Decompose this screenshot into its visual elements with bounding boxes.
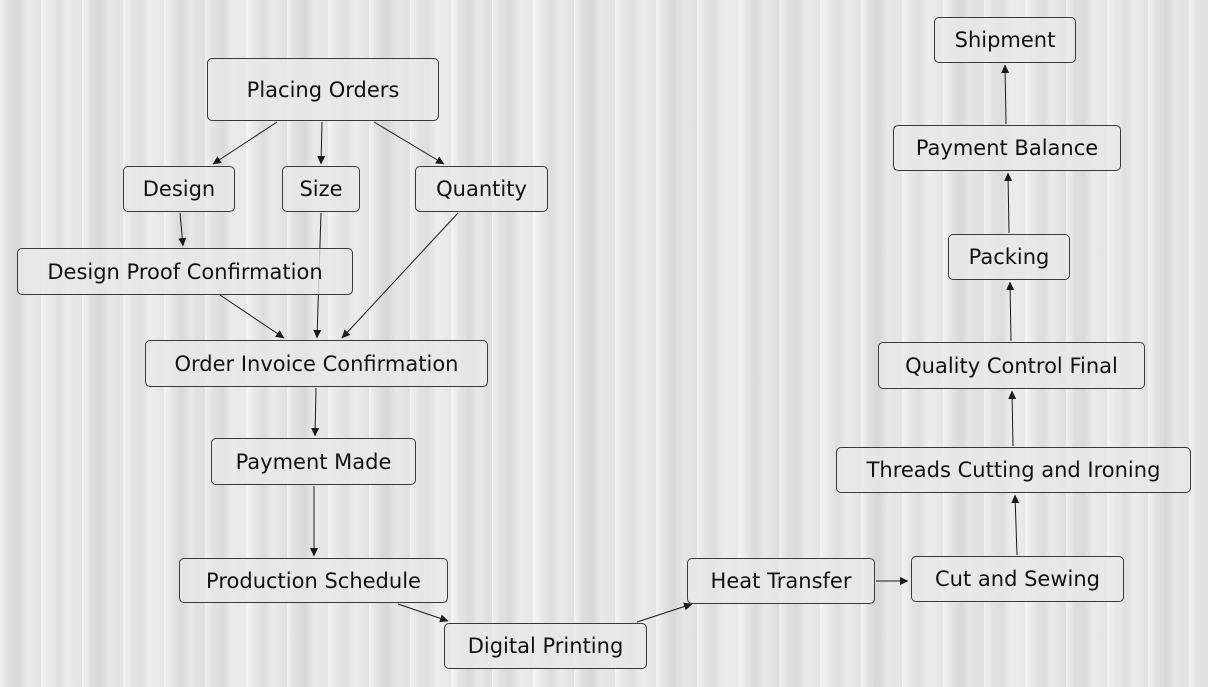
arrow-placing-orders-to-size xyxy=(317,121,326,165)
node-label: Packing xyxy=(968,245,1050,269)
arrow-packing-to-payment-balance xyxy=(1004,172,1013,234)
arrow-payment-balance-to-shipment xyxy=(1001,64,1010,125)
node-shipment[interactable]: Shipment xyxy=(934,17,1076,63)
arrow-cut-and-sewing-to-threads-cutting xyxy=(1011,494,1020,556)
node-quantity[interactable]: Quantity xyxy=(415,166,548,212)
node-label: Placing Orders xyxy=(246,77,400,102)
node-digital-printing[interactable]: Digital Printing xyxy=(444,623,647,669)
arrow-placing-orders-to-quantity xyxy=(373,121,445,165)
node-production-schedule[interactable]: Production Schedule xyxy=(179,558,448,603)
arrow-production-schedule-to-digital-printing xyxy=(397,603,449,623)
node-label: Shipment xyxy=(954,28,1056,52)
node-size[interactable]: Size xyxy=(282,166,360,212)
node-label: Payment Made xyxy=(235,449,392,474)
node-order-invoice-confirmation[interactable]: Order Invoice Confirmation xyxy=(145,340,488,387)
node-label: Cut and Sewing xyxy=(935,567,1100,591)
arrow-design-to-design-proof xyxy=(178,212,187,247)
arrow-order-invoice-to-payment-made xyxy=(311,387,320,437)
node-design-proof-confirmation[interactable]: Design Proof Confirmation xyxy=(17,248,353,295)
arrow-quality-control-to-packing xyxy=(1006,281,1015,342)
arrow-quantity-to-order-invoice xyxy=(341,212,459,339)
node-label: Heat Transfer xyxy=(710,569,852,593)
arrow-threads-cutting-to-quality-control xyxy=(1008,390,1017,447)
node-label: Quality Control Final xyxy=(905,353,1118,378)
node-design[interactable]: Design xyxy=(123,166,235,212)
node-payment-balance[interactable]: Payment Balance xyxy=(893,125,1121,171)
node-label: Design xyxy=(142,177,216,201)
node-label: Production Schedule xyxy=(206,568,421,593)
node-label: Digital Printing xyxy=(467,634,624,658)
node-label: Quantity xyxy=(436,177,527,201)
node-threads-cutting-and-ironing[interactable]: Threads Cutting and Ironing xyxy=(836,447,1191,493)
arrow-digital-printing-to-heat-transfer xyxy=(636,602,693,623)
arrow-placing-orders-to-design xyxy=(212,121,278,165)
node-label: Payment Balance xyxy=(915,136,1099,160)
node-label: Design Proof Confirmation xyxy=(47,259,323,284)
node-label: Size xyxy=(299,177,343,201)
node-packing[interactable]: Packing xyxy=(948,234,1070,280)
node-cut-and-sewing[interactable]: Cut and Sewing xyxy=(911,556,1124,602)
node-quality-control-final[interactable]: Quality Control Final xyxy=(878,342,1145,389)
node-label: Order Invoice Confirmation xyxy=(174,351,459,376)
node-heat-transfer[interactable]: Heat Transfer xyxy=(687,558,875,604)
node-placing-orders[interactable]: Placing Orders xyxy=(207,58,439,121)
node-label: Threads Cutting and Ironing xyxy=(866,458,1161,482)
arrow-design-proof-to-order-invoice xyxy=(219,294,285,339)
node-payment-made[interactable]: Payment Made xyxy=(211,438,416,485)
